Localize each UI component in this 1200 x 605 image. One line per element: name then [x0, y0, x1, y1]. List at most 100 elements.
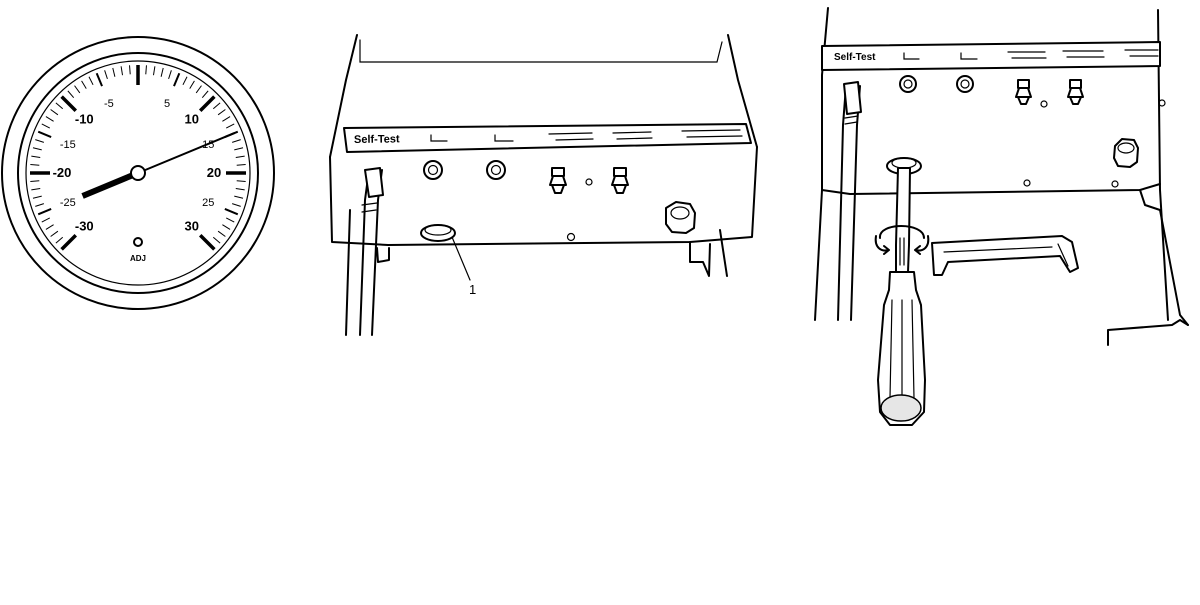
gauge-tick: [35, 203, 44, 207]
adjust-signal-cable: [837, 85, 861, 321]
adjust-jack-1-icon: [899, 75, 917, 93]
gauge-tick: [225, 217, 235, 223]
hex-nut-icon: [665, 201, 696, 234]
adjust-screw-hole-2: [1158, 99, 1166, 107]
gauge-tick: [217, 230, 226, 237]
gauge-tick: [198, 233, 216, 251]
gauge-bezel: [17, 52, 259, 294]
gauge-scale-label: 25: [202, 197, 214, 209]
gauge-tick: [60, 95, 78, 113]
adjust-strip-mark-1: [903, 52, 920, 60]
strip-mark-2: [494, 134, 514, 142]
hose-barb-2-icon: [611, 167, 629, 194]
self-test-label: Self-Test: [354, 133, 400, 146]
gauge-tick: [189, 80, 195, 89]
gauge-tick: [235, 155, 245, 159]
gauge-tick: [160, 67, 164, 77]
screw-hole-2: [566, 232, 576, 242]
gauge-tick: [234, 147, 244, 151]
gauge-scale-label: -20: [53, 165, 72, 180]
jack-2-icon: [486, 160, 506, 180]
strip-mark-3: [548, 132, 594, 141]
gauge-tick: [224, 208, 239, 216]
adjust-hex-nut-icon: [1113, 138, 1139, 168]
gauge-tick: [234, 195, 244, 199]
gauge-tick: [30, 180, 40, 182]
cable-connector-icon: [364, 167, 384, 198]
rotate-direction-icon: [874, 225, 930, 255]
gauge-tick: [74, 85, 81, 94]
self-test-panel-front: Self-Test 1: [329, 34, 758, 336]
gauge-tick: [217, 109, 226, 116]
gauge-tick: [37, 130, 52, 138]
label-strip: [343, 123, 752, 153]
gauge-tick: [235, 187, 245, 191]
adjust-strip-mark-3: [1007, 51, 1047, 59]
enclosure-right-edge: [727, 34, 758, 148]
gauge-tick-marks: [30, 65, 246, 251]
adj-screw-icon: [133, 237, 143, 247]
gauge-tick: [222, 116, 231, 122]
right-foot: [689, 241, 711, 277]
gauge-tick: [104, 70, 108, 79]
gauge-tick: [201, 90, 209, 99]
gauge-tick: [168, 70, 172, 79]
gauge-tick: [67, 90, 75, 99]
gauge-tick: [37, 208, 52, 216]
gauge-tick: [30, 164, 40, 166]
gauge-adj-label: ADJ: [130, 254, 146, 263]
enclosure-left-edge: [329, 34, 358, 158]
adjust-self-test-label: Self-Test: [834, 52, 876, 63]
adjust-jack-1-inner: [903, 79, 913, 89]
strip-mark-5: [681, 129, 743, 138]
hose-barb-1-icon: [549, 167, 567, 194]
screw-hole-1: [585, 178, 593, 186]
gauge-tick: [32, 195, 42, 199]
cable-ferrule: [361, 202, 378, 213]
left-foot: [376, 247, 390, 263]
gauge-tick: [225, 123, 235, 129]
gauge-tick: [222, 224, 231, 230]
adjust-enclosure-left: [814, 7, 829, 321]
adjust-front-bottom: [821, 183, 1161, 195]
adjust-enclosure-right: [1157, 9, 1169, 321]
gauge-scale-label: -25: [60, 197, 76, 209]
adjust-side-bracket: [1139, 189, 1189, 326]
gauge-tick: [45, 224, 54, 230]
gauge-tick: [95, 72, 103, 87]
gauge-scale-label: 5: [164, 98, 170, 110]
gauge-tick: [31, 187, 41, 191]
gauge-tick: [88, 76, 94, 86]
gauge-tick: [31, 155, 41, 159]
gauge-tick: [232, 203, 241, 207]
gauge-scale-label: -15: [60, 139, 76, 151]
adjust-screw-hole-1: [1040, 100, 1048, 108]
gauge-tick: [152, 66, 156, 76]
adjust-label-strip: [821, 41, 1161, 71]
gauge-needle-tail: [81, 170, 140, 199]
gauge-tick: [198, 95, 216, 113]
gauge-scale-label: -10: [75, 111, 94, 126]
adjust-cable-connector-icon: [843, 81, 862, 115]
gauge-scale-label: 20: [207, 165, 221, 180]
gauge-scale-label: -30: [75, 219, 94, 234]
adjust-strip-mark-5: [1124, 49, 1159, 57]
adjust-screw-hole-4: [1111, 180, 1119, 188]
gauge-tick: [182, 76, 188, 86]
mounting-bracket-detail: [943, 243, 1069, 267]
gauge-needle-hub: [130, 165, 146, 181]
callout-number: 1: [469, 282, 476, 297]
gauge-scale-label: 30: [185, 219, 199, 234]
jack-2-inner: [490, 164, 502, 176]
gauge-needle: [137, 132, 236, 174]
left-leg-outer: [345, 209, 351, 336]
gauge-tick: [41, 123, 51, 129]
adjustment-plug: [420, 224, 456, 242]
gauge-tick: [236, 180, 246, 182]
gauge-tick: [195, 85, 202, 94]
self-test-panel-adjust: Self-Test: [814, 7, 1189, 426]
gauge-scale-label: -5: [104, 98, 114, 110]
